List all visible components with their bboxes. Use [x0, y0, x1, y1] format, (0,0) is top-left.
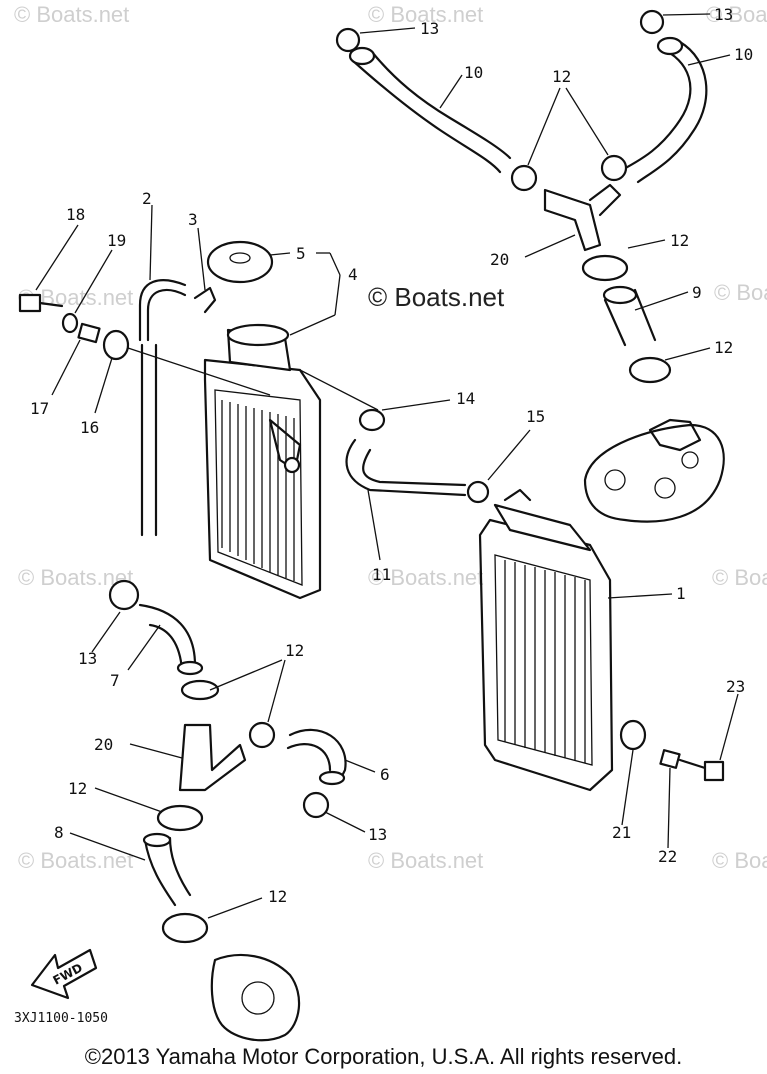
watermark: © Boats.net	[712, 565, 767, 590]
callout-2: 2	[142, 189, 152, 208]
callout-21: 21	[612, 823, 631, 842]
watermark: © Boats.net	[14, 2, 129, 27]
callout-9: 9	[692, 283, 702, 302]
callout-4: 4	[348, 265, 358, 284]
right-radiator	[478, 488, 725, 792]
callouts: 13 13 10 10 12 2 3 5 4 18 19 20 12 9 12 …	[30, 5, 753, 906]
callout-12: 12	[552, 67, 571, 86]
copyright-notice: ©2013 Yamaha Motor Corporation, U.S.A. A…	[84, 1044, 683, 1069]
diagram-code: 3XJ1100-1050	[14, 1011, 108, 1026]
callout-5: 5	[296, 244, 306, 263]
watermark: © Boats.net	[712, 848, 767, 873]
watermark: © Boats.net	[368, 565, 483, 590]
callout-19: 19	[107, 231, 126, 250]
callout-8: 8	[54, 823, 64, 842]
watermark-center: © Boats.net	[368, 282, 505, 312]
watermark: © Boats.net	[368, 848, 483, 873]
left-radiator	[18, 240, 322, 600]
fwd-arrow: FWD	[30, 948, 98, 1000]
callout-18: 18	[66, 205, 85, 224]
watermark: © Boats.net	[368, 2, 483, 27]
callout-13: 13	[714, 5, 733, 24]
callout-22: 22	[658, 847, 677, 866]
callout-15: 15	[526, 407, 545, 426]
callout-12: 12	[670, 231, 689, 250]
callout-3: 3	[188, 210, 198, 229]
watermarks: © Boats.net © Boats.net © Boats.net © Bo…	[14, 2, 767, 873]
callout-20: 20	[490, 250, 509, 269]
callout-12: 12	[714, 338, 733, 357]
callout-17: 17	[30, 399, 49, 418]
callout-16: 16	[80, 418, 99, 437]
upper-hose-assembly	[335, 9, 708, 384]
watermark: © Boats.net	[714, 280, 767, 305]
callout-1: 1	[676, 584, 686, 603]
callout-10: 10	[734, 45, 753, 64]
callout-10: 10	[464, 63, 483, 82]
watermark: © Boats.net	[18, 848, 133, 873]
callout-12: 12	[68, 779, 87, 798]
callout-7: 7	[110, 671, 120, 690]
callout-12: 12	[268, 887, 287, 906]
callout-13: 13	[78, 649, 97, 668]
callout-6: 6	[380, 765, 390, 784]
callout-20: 20	[94, 735, 113, 754]
callout-14: 14	[456, 389, 475, 408]
watermark: © Boats.net	[706, 2, 767, 27]
callout-12: 12	[285, 641, 304, 660]
engine-cover	[583, 418, 725, 523]
callout-11: 11	[372, 565, 391, 584]
leader-lines	[35, 13, 739, 919]
callout-13: 13	[368, 825, 387, 844]
overflow-hose-11	[299, 369, 490, 504]
lower-hose-assembly	[108, 579, 347, 1042]
callout-13: 13	[420, 19, 439, 38]
callout-23: 23	[726, 677, 745, 696]
